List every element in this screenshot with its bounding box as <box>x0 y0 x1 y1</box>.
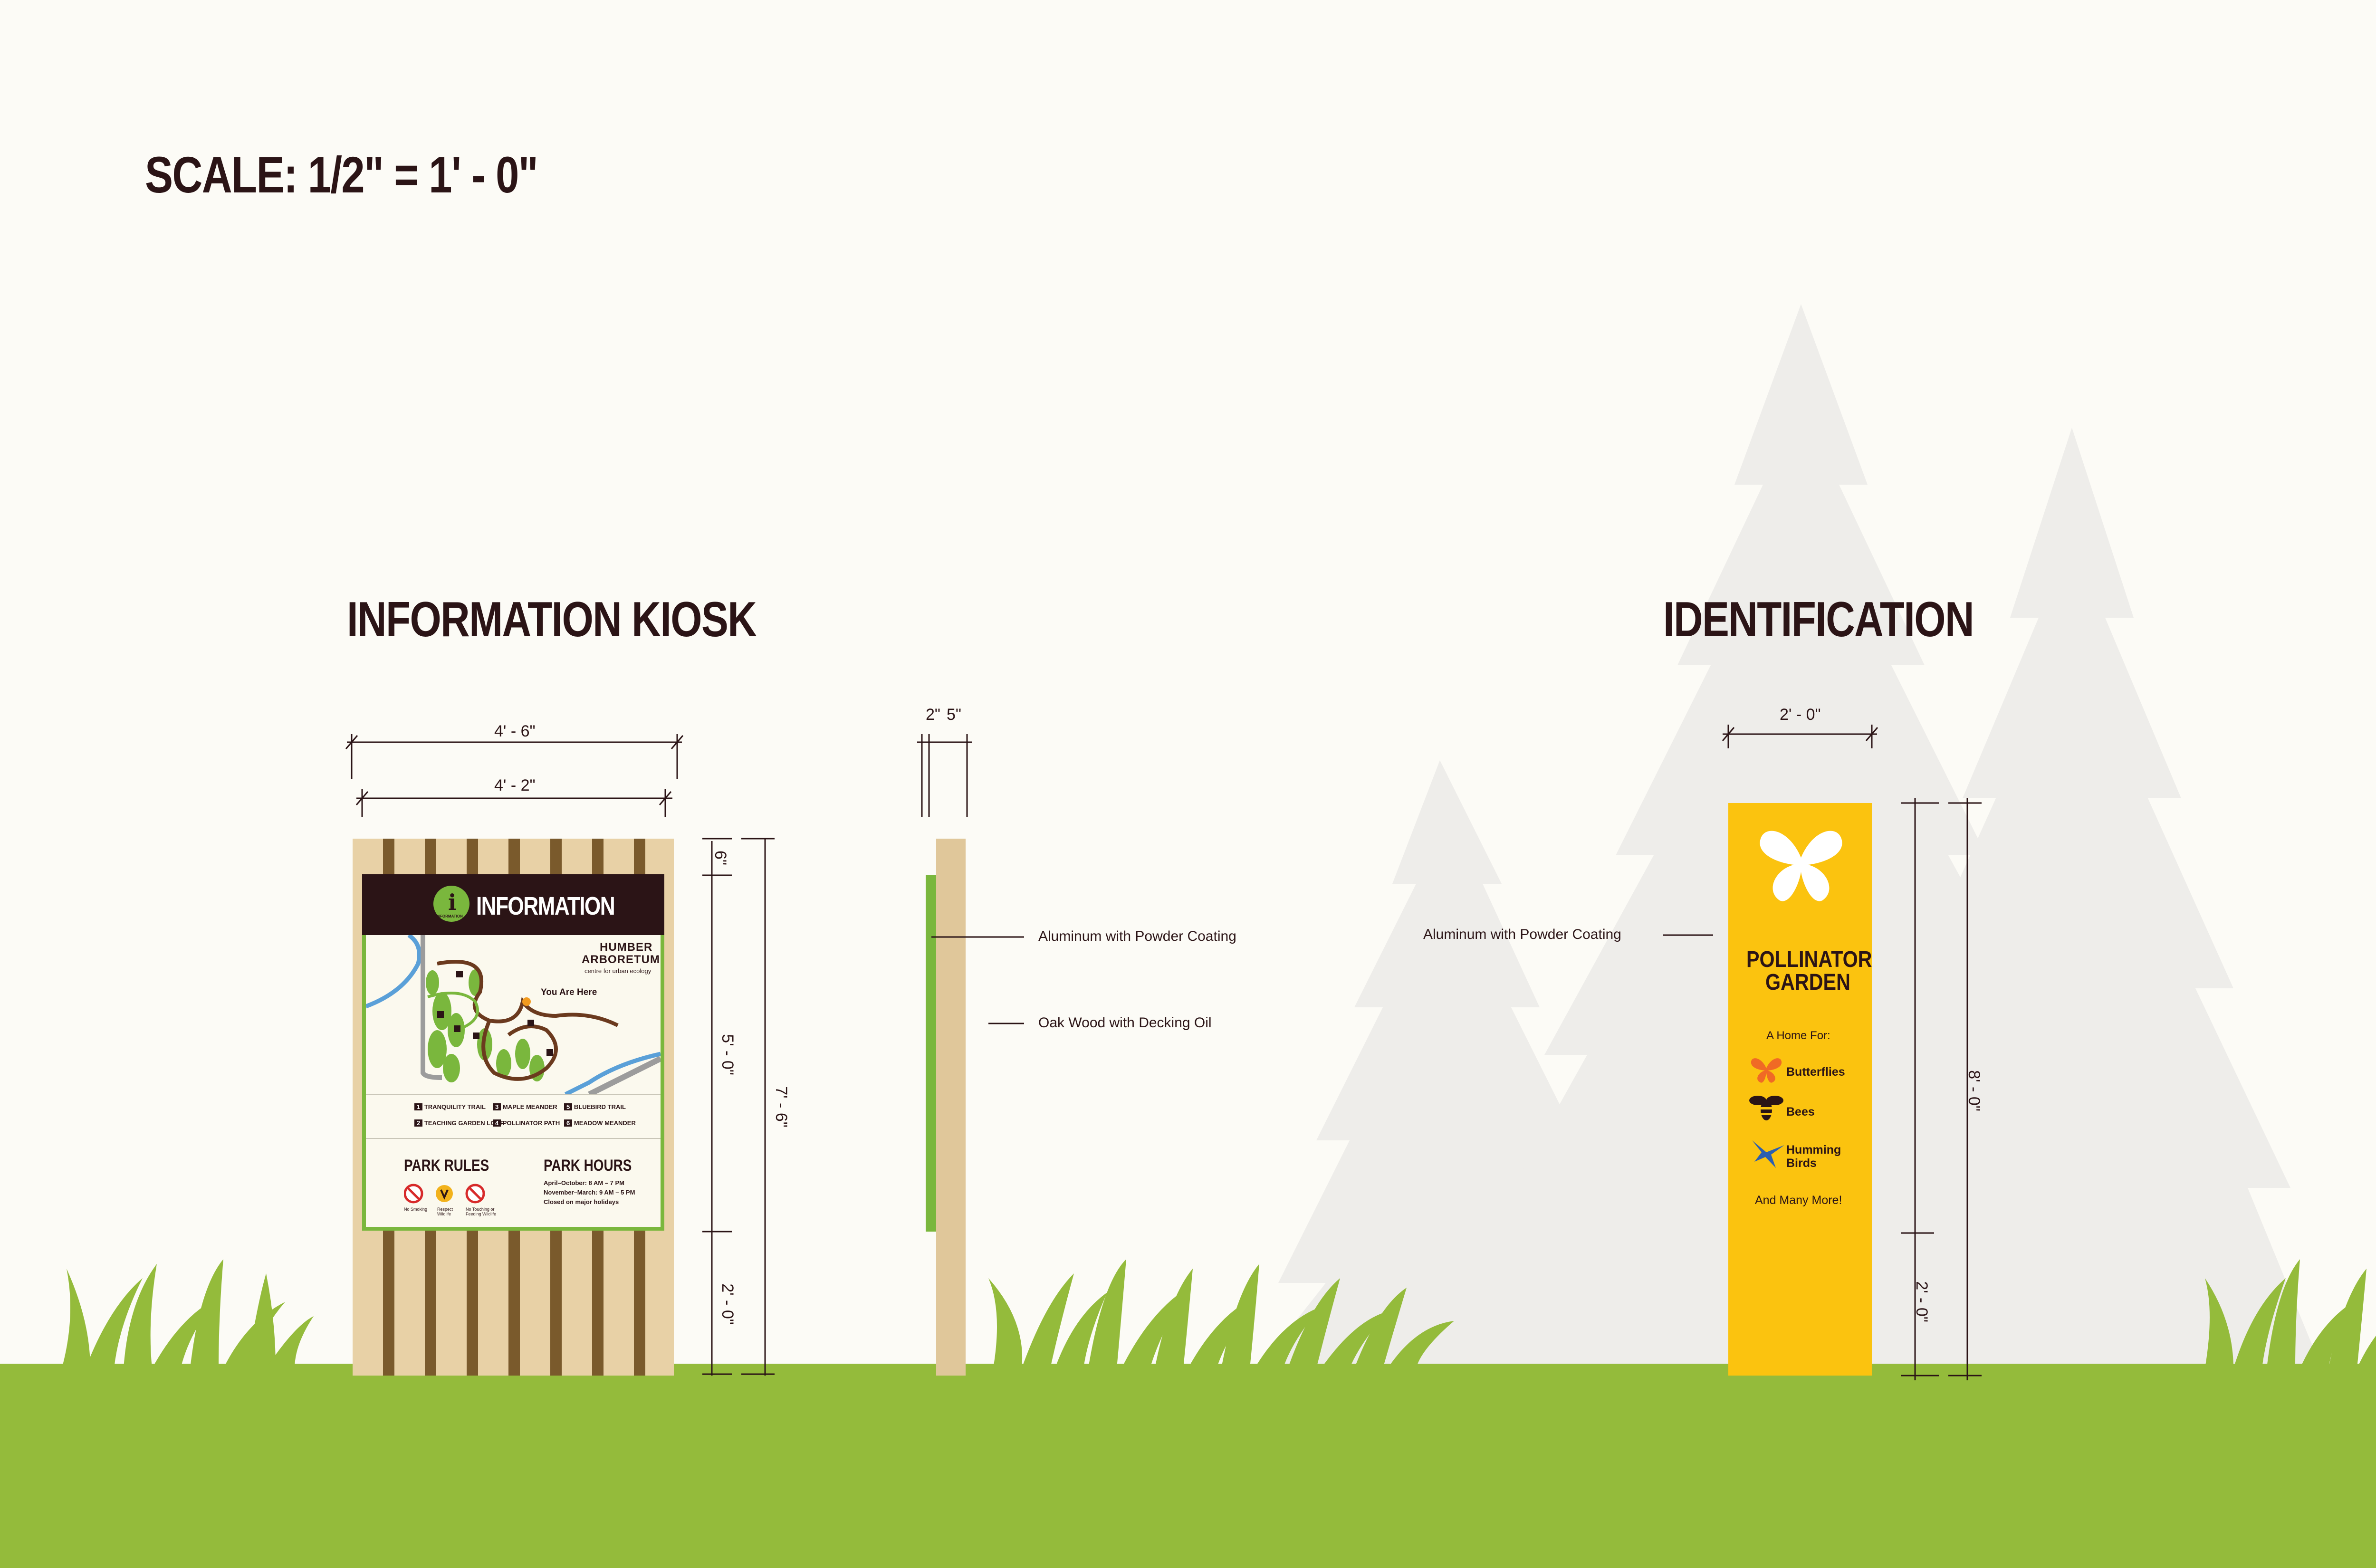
info-icon: i INFORMATION <box>433 886 469 922</box>
panel-header-text: INFORMATION <box>476 892 615 920</box>
trail-3: 3 MAPLE MEANDER <box>493 1103 557 1110</box>
butterfly-small-icon <box>1751 1058 1782 1083</box>
ident-width: 2' - 0" <box>1780 706 1821 724</box>
sign-item-humming-2: Birds <box>1786 1157 1817 1170</box>
hummingbird-icon <box>1752 1140 1784 1168</box>
side-thickness-b: 5" <box>947 706 961 724</box>
sign-footer: And Many More! <box>1755 1194 1842 1207</box>
panel-header: i INFORMATION INFORMATION <box>362 874 664 935</box>
side-view-panel <box>926 875 936 1232</box>
sign-title-1: POLLINATOR <box>1746 947 1872 972</box>
info-panel: i INFORMATION INFORMATION HUMBER ARBORET… <box>362 874 664 1231</box>
sign-item-butterflies: Butterflies <box>1786 1065 1845 1079</box>
ident-material-label: Aluminum with Powder Coating <box>1423 927 1621 942</box>
rule-2: Respect Wildlife <box>437 1207 453 1216</box>
material-label-oak: Oak Wood with Decking Oil <box>1038 1015 1212 1031</box>
sign-title-2: GARDEN <box>1765 970 1850 995</box>
ident-height-base: 2' - 0" <box>1912 1281 1931 1322</box>
logo-line3: centre for urban ecology <box>584 967 651 975</box>
rule-1: No Smoking <box>404 1207 428 1212</box>
park-rules-title: PARK RULES <box>404 1157 489 1175</box>
side-thickness-a: 2" <box>926 706 940 724</box>
hours-3: Closed on major holidays <box>544 1198 619 1205</box>
kiosk-title: INFORMATION KIOSK <box>347 592 757 647</box>
trail-4: 4 POLLINATOR PATH <box>493 1119 560 1127</box>
scale-label: SCALE: 1/2" = 1' - 0" <box>145 146 538 203</box>
trail-6: 6 MEADOW MEANDER <box>564 1119 636 1127</box>
ident-title: IDENTIFICATION <box>1663 592 1974 647</box>
sign-item-humming-1: Humming <box>1786 1143 1841 1157</box>
butterfly-icon <box>1760 831 1842 901</box>
rule-3: No Touching or Feeding Wildlife <box>466 1207 497 1216</box>
trail-2: 2 TEACHING GARDEN LOOP <box>414 1119 504 1127</box>
trail-5: 5 BLUEBIRD TRAIL <box>564 1103 626 1110</box>
sign-subtitle: A Home For: <box>1766 1029 1830 1042</box>
park-hours-title: PARK HOURS <box>544 1157 632 1175</box>
trail-1: 1 TRANQUILITY TRAIL <box>414 1103 486 1110</box>
side-view-post <box>936 839 966 1376</box>
identification-sign: POLLINATOR GARDEN A Home For: Butterflie… <box>1728 803 1872 1376</box>
hours-1: April–October: 8 AM – 7 PM <box>544 1179 624 1186</box>
material-label-aluminum: Aluminum with Powder Coating <box>1038 928 1236 944</box>
logo-line1: HUMBER <box>600 941 653 954</box>
ground <box>0 1364 2376 1568</box>
ident-height-total: 8' - 0" <box>1964 1070 1983 1111</box>
kiosk-outer-width: 4' - 6" <box>494 722 536 740</box>
logo-line2: ARBORETUM <box>582 953 660 966</box>
rule-icons <box>404 1184 485 1204</box>
grass-tufts <box>62 1259 2376 1368</box>
you-are-here-label: You Are Here <box>541 987 597 997</box>
sign-item-bees: Bees <box>1786 1105 1815 1119</box>
kiosk-inner-width: 4' - 2" <box>494 776 536 794</box>
bee-icon <box>1749 1096 1783 1120</box>
trail-map <box>366 935 661 1094</box>
trail-legend: 1 TRANQUILITY TRAIL 3 MAPLE MEANDER 5 BL… <box>414 1103 661 1132</box>
hours-2: November–March: 9 AM – 5 PM <box>544 1189 635 1196</box>
